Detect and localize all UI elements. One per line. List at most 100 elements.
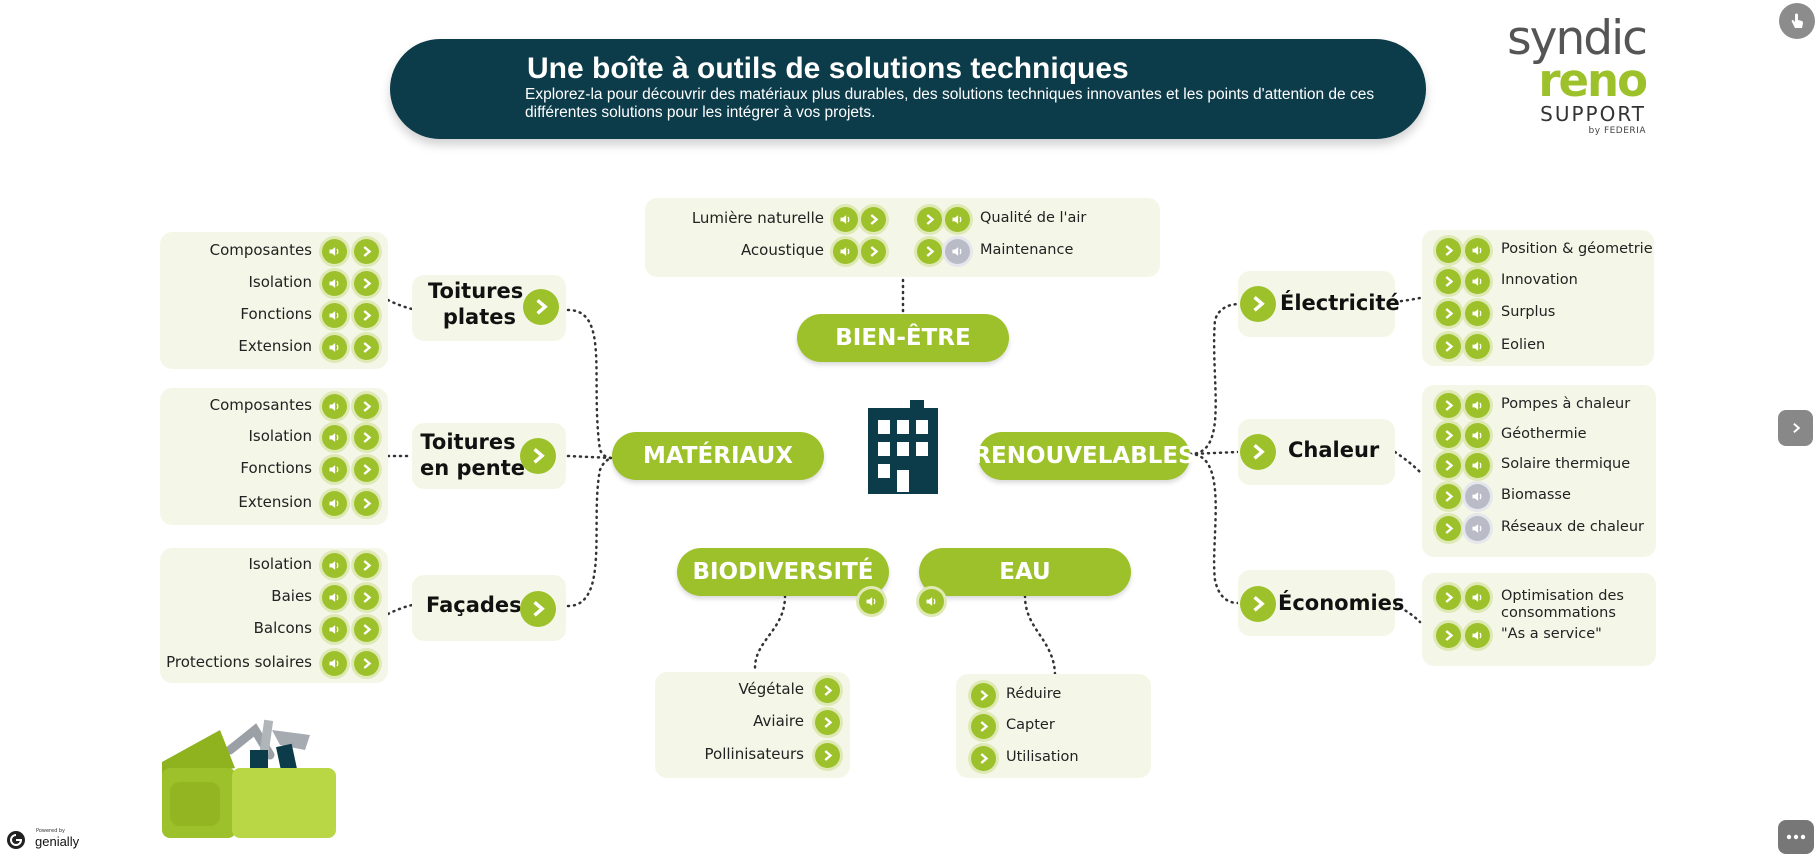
electricite-item-open-button[interactable] (1436, 334, 1461, 359)
toitures_plates-item-audio-button[interactable] (322, 303, 347, 328)
eau-item-open-button[interactable] (971, 714, 996, 739)
speaker-icon (329, 561, 339, 570)
chaleur-item-audio-button[interactable] (1465, 453, 1490, 478)
electricite-item-open-button[interactable] (1436, 301, 1461, 326)
materiaux-hub[interactable]: MATÉRIAUX (612, 432, 824, 480)
eau-item-open-button[interactable] (971, 746, 996, 771)
toitures_pente-item-audio-button[interactable] (322, 491, 347, 516)
biodiversite-item-label: Aviaire (753, 712, 804, 730)
chaleur-item-audio-button[interactable] (1465, 393, 1490, 418)
chaleur-item-audio-button[interactable] (1465, 423, 1490, 448)
economies-open-button[interactable] (1240, 586, 1276, 622)
chevron-right-icon (363, 498, 372, 509)
bienetre-left-item-open-button[interactable] (861, 239, 886, 264)
chaleur-item-label: Réseaux de chaleur (1501, 519, 1644, 535)
bienetre-right-item-open-button[interactable] (917, 239, 942, 264)
economies-item-audio-button[interactable] (1465, 623, 1490, 648)
facades-item-open-button[interactable] (354, 651, 379, 676)
chevron-right-icon (363, 624, 372, 635)
toitures-plates-open-button[interactable] (523, 289, 559, 325)
chevron-right-icon (1445, 341, 1454, 352)
facades-item-label: Isolation (248, 555, 312, 573)
page-title: Une boîte à outils de solutions techniqu… (527, 52, 1129, 85)
toitures_pente-item-open-button[interactable] (354, 394, 379, 419)
toitures_plates-item-open-button[interactable] (354, 271, 379, 296)
genially-badge[interactable]: Powered by genially (6, 826, 86, 852)
facades-open-button[interactable] (520, 591, 556, 627)
chevron-right-icon (1445, 592, 1454, 603)
renouvelables-hub[interactable]: RENOUVELABLES (973, 432, 1195, 480)
toitures_plates-item-audio-button[interactable] (322, 271, 347, 296)
bienetre-hub[interactable]: BIEN-ÊTRE (797, 314, 1009, 362)
toitures_plates-item-audio-button[interactable] (322, 239, 347, 264)
chaleur-open-button[interactable] (1240, 434, 1276, 470)
electricite-item-open-button[interactable] (1436, 238, 1461, 263)
facades-item-open-button[interactable] (354, 585, 379, 610)
chaleur-item-open-button[interactable] (1436, 393, 1461, 418)
electricite-open-button[interactable] (1240, 286, 1276, 322)
bienetre-left-item-open-button[interactable] (861, 207, 886, 232)
toitures_pente-item-label: Composantes (209, 396, 312, 414)
chevron-right-icon (980, 721, 989, 732)
facades-item-audio-button[interactable] (322, 585, 347, 610)
eau-audio-button[interactable] (919, 589, 944, 614)
touch-hand-icon[interactable] (1779, 3, 1815, 39)
toitures-pente-open-button[interactable] (520, 438, 556, 474)
eau-item-open-button[interactable] (971, 683, 996, 708)
toitures_pente-item-audio-button[interactable] (322, 425, 347, 450)
chaleur-item-open-button[interactable] (1436, 423, 1461, 448)
eau-hub[interactable]: EAU (919, 548, 1131, 596)
facades-item-audio-button[interactable] (322, 617, 347, 642)
chaleur-item-audio-button[interactable] (1465, 516, 1490, 541)
toitures_plates-item-open-button[interactable] (354, 303, 379, 328)
speaker-icon (1472, 342, 1482, 351)
biodiversite-audio-button[interactable] (859, 589, 884, 614)
toolbox-illustration (160, 710, 338, 840)
chaleur-item-open-button[interactable] (1436, 484, 1461, 509)
bienetre-right-item-audio-button[interactable] (945, 239, 970, 264)
speaker-icon (329, 247, 339, 256)
facades-item-audio-button[interactable] (322, 553, 347, 578)
toitures_plates-item-open-button[interactable] (354, 335, 379, 360)
next-slide-button[interactable] (1778, 410, 1813, 446)
electricite-item-audio-button[interactable] (1465, 334, 1490, 359)
chaleur-item-open-button[interactable] (1436, 516, 1461, 541)
toitures_pente-item-open-button[interactable] (354, 491, 379, 516)
biodiversite-item-open-button[interactable] (815, 743, 840, 768)
toitures_plates-item-audio-button[interactable] (322, 335, 347, 360)
more-menu-button[interactable] (1778, 820, 1814, 854)
bienetre-right-item-open-button[interactable] (917, 207, 942, 232)
economies-item-open-button[interactable] (1436, 623, 1461, 648)
toitures-pente-title: Toitures en pente (420, 430, 526, 480)
toitures_pente-item-audio-button[interactable] (322, 457, 347, 482)
toitures_pente-item-open-button[interactable] (354, 457, 379, 482)
electricite-item-open-button[interactable] (1436, 269, 1461, 294)
chevron-right-icon (363, 401, 372, 412)
economies-item-open-button[interactable] (1436, 585, 1461, 610)
biodiversite-item-open-button[interactable] (815, 710, 840, 735)
toitures_pente-item-open-button[interactable] (354, 425, 379, 450)
electricite-item-audio-button[interactable] (1465, 301, 1490, 326)
biodiversite-item-open-button[interactable] (815, 678, 840, 703)
bienetre-left-item-audio-button[interactable] (833, 239, 858, 264)
genially-logo-icon (7, 831, 25, 849)
chaleur-item-audio-button[interactable] (1465, 484, 1490, 509)
facades-item-audio-button[interactable] (322, 651, 347, 676)
economies-item-audio-button[interactable] (1465, 585, 1490, 610)
chaleur-item-open-button[interactable] (1436, 453, 1461, 478)
toitures-plates-title: Toitures plates (428, 279, 524, 329)
electricite-item-audio-button[interactable] (1465, 269, 1490, 294)
bienetre-left-item-audio-button[interactable] (833, 207, 858, 232)
facades-item-open-button[interactable] (354, 617, 379, 642)
toitures_pente-item-label: Isolation (248, 427, 312, 445)
biodiversite-hub[interactable]: BIODIVERSITÉ (677, 548, 889, 596)
facades-item-open-button[interactable] (354, 553, 379, 578)
bienetre-right-item-audio-button[interactable] (945, 207, 970, 232)
eau-item-label: Utilisation (1006, 749, 1079, 765)
toitures_plates-item-label: Fonctions (240, 305, 312, 323)
toitures_plates-item-open-button[interactable] (354, 239, 379, 264)
header-banner (390, 39, 1426, 139)
electricite-item-audio-button[interactable] (1465, 238, 1490, 263)
toitures_pente-item-audio-button[interactable] (322, 394, 347, 419)
biodiversite-item-label: Pollinisateurs (704, 745, 804, 763)
